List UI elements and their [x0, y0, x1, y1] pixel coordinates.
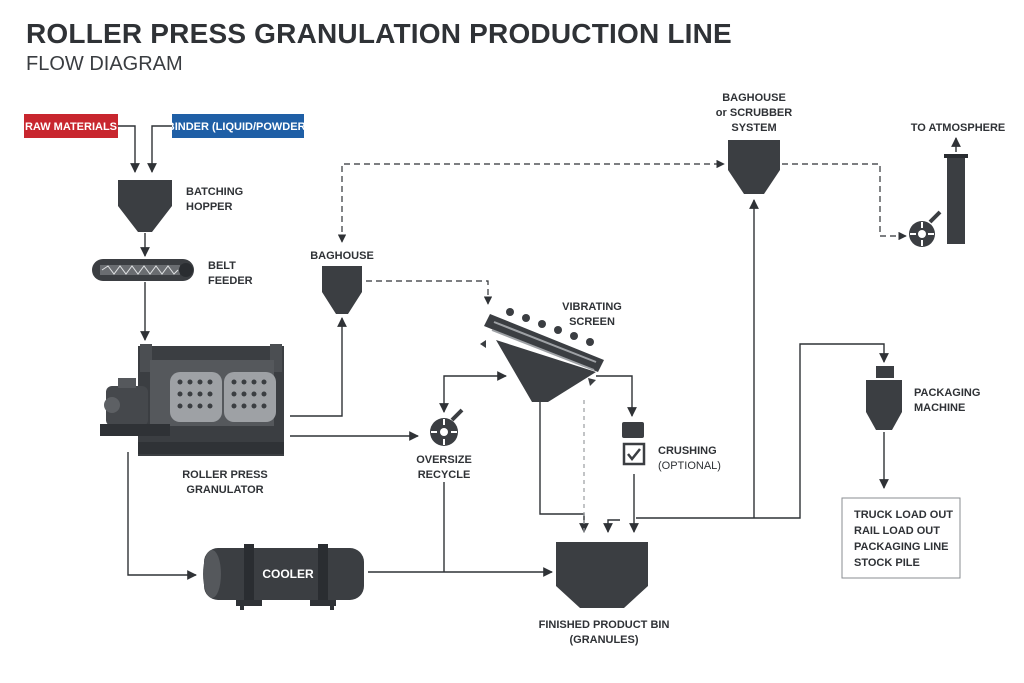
scrubber-label-2: or SCRUBBER	[716, 107, 792, 119]
baghouse	[322, 266, 362, 314]
oversize-recycle-crusher	[430, 408, 464, 446]
output-packaging-line: PACKAGING LINE	[854, 541, 949, 553]
packaging-label-2: MACHINE	[914, 402, 965, 414]
scrubber-label-1: BAGHOUSE	[722, 92, 786, 104]
baghouse-to-scrubber-dash	[337, 159, 725, 243]
output-rail: RAIL LOAD OUT	[854, 525, 940, 537]
belt-feeder-label-2: FEEDER	[208, 275, 253, 287]
roller-press-label-2: GRANULATOR	[186, 484, 263, 496]
page-title: ROLLER PRESS GRANULATION PRODUCTION LINE	[26, 18, 732, 49]
crushing-return-line	[603, 519, 620, 533]
raw-materials-label: RAW MATERIALS	[25, 121, 117, 133]
cooler-label: COOLER	[262, 567, 314, 581]
press-to-cooler-line	[127, 452, 197, 580]
baghouse-scrubber-system	[728, 140, 780, 194]
belt-feeder-label-1: BELT	[208, 260, 236, 272]
oversize-recycle-label-2: RECYCLE	[418, 469, 471, 481]
batching-hopper-label-2: HOPPER	[186, 201, 233, 213]
belt-feeder	[92, 259, 194, 281]
output-truck: TRUCK LOAD OUT	[854, 509, 953, 521]
screen-to-recycle-line	[439, 371, 507, 413]
vibrating-screen-label-1: VIBRATING	[562, 301, 622, 313]
binder-to-hopper-line	[147, 125, 172, 173]
finished-product-bin	[556, 542, 648, 608]
scrubber-to-fan-dash	[782, 163, 907, 241]
raw-to-hopper-line	[118, 125, 140, 173]
finished-bin-label-2: (GRANULES)	[569, 634, 638, 646]
baghouse-label: BAGHOUSE	[310, 250, 374, 262]
packaging-label-1: PACKAGING	[914, 387, 980, 399]
bin-to-packaging-line	[636, 343, 889, 519]
page-subtitle: FLOW DIAGRAM	[26, 53, 183, 75]
outputs-box: TRUCK LOAD OUT RAIL LOAD OUT PACKAGING L…	[841, 497, 961, 579]
roller-press-granulator	[100, 344, 284, 456]
to-atmosphere-label: TO ATMOSPHERE	[911, 122, 1006, 134]
roller-press-label-1: ROLLER PRESS	[182, 469, 268, 481]
packaging-machine	[866, 366, 902, 430]
cooler-drum	[203, 544, 364, 610]
press-to-baghouse-line	[290, 317, 347, 417]
batching-hopper	[118, 180, 172, 232]
crushing-optional-label: (OPTIONAL)	[658, 460, 721, 472]
raw-materials-box: RAW MATERIALS	[24, 114, 118, 138]
scrubber-label-3: SYSTEM	[731, 122, 776, 134]
output-stock-pile: STOCK PILE	[854, 557, 920, 569]
exhaust-stack	[944, 154, 968, 244]
baghouse-to-screen-dash	[366, 280, 493, 305]
exhaust-fan-icon	[909, 210, 942, 247]
crushing-label: CRUSHING	[658, 445, 717, 457]
crushing-unit	[622, 422, 646, 466]
screen-to-bin-line	[539, 402, 589, 533]
vibrating-screen-label-2: SCREEN	[569, 316, 615, 328]
binder-label: BINDER (LIQUID/POWDER)	[167, 121, 310, 133]
oversize-recycle-label-1: OVERSIZE	[416, 454, 472, 466]
batching-hopper-label-1: BATCHING	[186, 186, 243, 198]
screen-to-crushing-line	[596, 375, 637, 417]
vibrating-screen	[480, 308, 604, 402]
finished-bin-label-1: FINISHED PRODUCT BIN	[539, 619, 670, 631]
binder-box: BINDER (LIQUID/POWDER)	[167, 114, 310, 138]
